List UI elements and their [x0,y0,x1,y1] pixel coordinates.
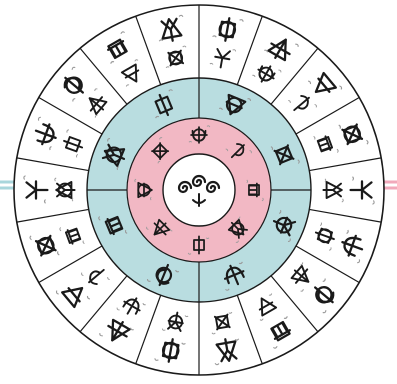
center-disc [163,154,235,226]
